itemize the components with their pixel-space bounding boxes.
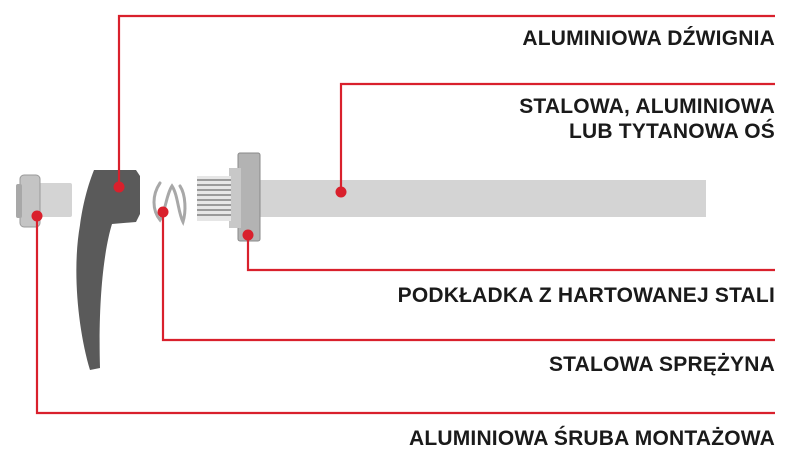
leader-axle <box>339 82 775 192</box>
leader-lever <box>117 14 775 187</box>
label-washer-text: PODKŁADKA Z HARTOWANEJ STALI <box>397 284 775 307</box>
label-washer: PODKŁADKA Z HARTOWANEJ STALI <box>398 283 775 308</box>
leader-washer <box>246 235 775 272</box>
axle-rod <box>258 180 706 217</box>
axle-head-collar <box>229 168 241 228</box>
label-spring: STALOWA SPRĘŻYNA <box>549 352 775 377</box>
mounting-bolt <box>16 174 72 228</box>
spring-coil <box>152 181 187 227</box>
label-axle: STALOWA, ALUMINIOWA LUB TYTANOWA OŚ <box>519 94 775 144</box>
label-bolt-text: ALUMINIOWA ŚRUBA MONTAŻOWA <box>408 427 775 450</box>
dot-axle <box>335 186 347 198</box>
dot-lever <box>113 181 125 193</box>
label-axle-line1: STALOWA, ALUMINIOWA <box>519 95 775 118</box>
label-lever: ALUMINIOWA DŹWIGNIA <box>522 26 775 51</box>
knurled-nut <box>197 176 231 221</box>
dot-bolt <box>31 210 43 222</box>
label-axle-line2: LUB TYTANOWA OŚ <box>569 120 775 143</box>
label-bolt: ALUMINIOWA ŚRUBA MONTAŻOWA <box>409 426 775 451</box>
dot-spring <box>157 206 169 218</box>
dot-washer <box>242 229 254 241</box>
leader-spring <box>161 212 775 342</box>
label-lever-text: ALUMINIOWA DŹWIGNIA <box>522 27 775 50</box>
axle-head-plate <box>237 152 261 242</box>
lever-arm <box>76 170 140 370</box>
label-spring-text: STALOWA SPRĘŻYNA <box>548 353 775 376</box>
leader-bolt <box>35 216 775 415</box>
